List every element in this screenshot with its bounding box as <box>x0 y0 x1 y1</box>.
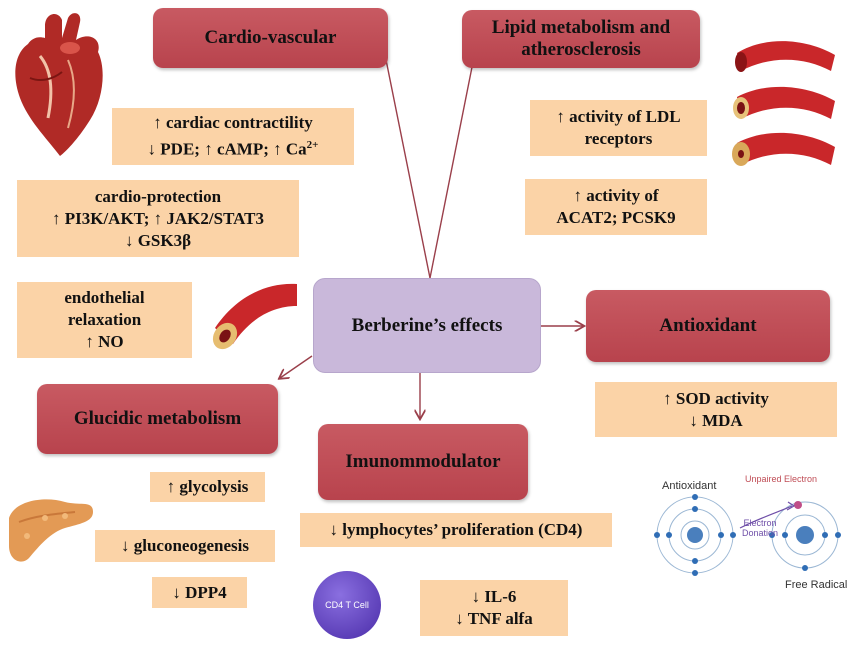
effect-glycolysis: ↑ glycolysis <box>150 472 265 502</box>
category-lipid: Lipid metabolism and atherosclerosis <box>462 10 700 68</box>
arrow-to-cardio <box>380 30 431 279</box>
unpaired-electron-label: Unpaired Electron <box>745 474 818 484</box>
effect-sod: ↑ SOD activity ↓ MDA <box>595 382 837 437</box>
category-glucidic: Glucidic metabolism <box>37 384 278 454</box>
center-node: Berberine’s effects <box>313 278 541 373</box>
effect-dpp4: ↓ DPP4 <box>152 577 247 608</box>
effect-gluconeogenesis: ↓ gluconeogenesis <box>95 530 275 562</box>
free-radical-label: Free Radical <box>785 579 848 591</box>
category-antioxidant: Antioxidant <box>586 290 830 362</box>
electron-donation-label: Electron Donation <box>742 518 779 538</box>
arrow-to-glucidic <box>280 355 313 378</box>
effect-ldl: ↑ activity of LDL receptors <box>530 100 707 156</box>
cd4-cell-icon: CD4 T Cell <box>313 571 381 639</box>
electron-donation-icon <box>654 494 841 576</box>
effect-cardio-protection: cardio-protection ↑ PI3K/AKT; ↑ JAK2/STA… <box>17 180 299 257</box>
pancreas-icon <box>9 499 93 562</box>
effect-il6-tnf: ↓ IL-6 ↓ TNF alfa <box>420 580 568 636</box>
effect-lymphocytes: ↓ lymphocytes’ proliferation (CD4) <box>300 513 612 547</box>
effect-contractility: ↑ cardiac contractility ↓ PDE; ↑ cAMP; ↑… <box>112 108 354 165</box>
antioxidant-diagram-label: Antioxidant <box>662 480 717 492</box>
heart-icon <box>15 13 103 156</box>
effect-acat: ↑ activity of ACAT2; PCSK9 <box>525 179 707 235</box>
effect-endothelial: endothelial relaxation ↑ NO <box>17 282 192 358</box>
arrow-to-lipid <box>429 42 477 279</box>
category-cardio: Cardio-vascular <box>153 8 388 68</box>
cd4-label: CD4 T Cell <box>325 600 369 610</box>
category-immuno: Imunommodulator <box>318 424 528 500</box>
blood-vessels-icon <box>732 41 835 166</box>
artery-icon <box>212 283 297 350</box>
